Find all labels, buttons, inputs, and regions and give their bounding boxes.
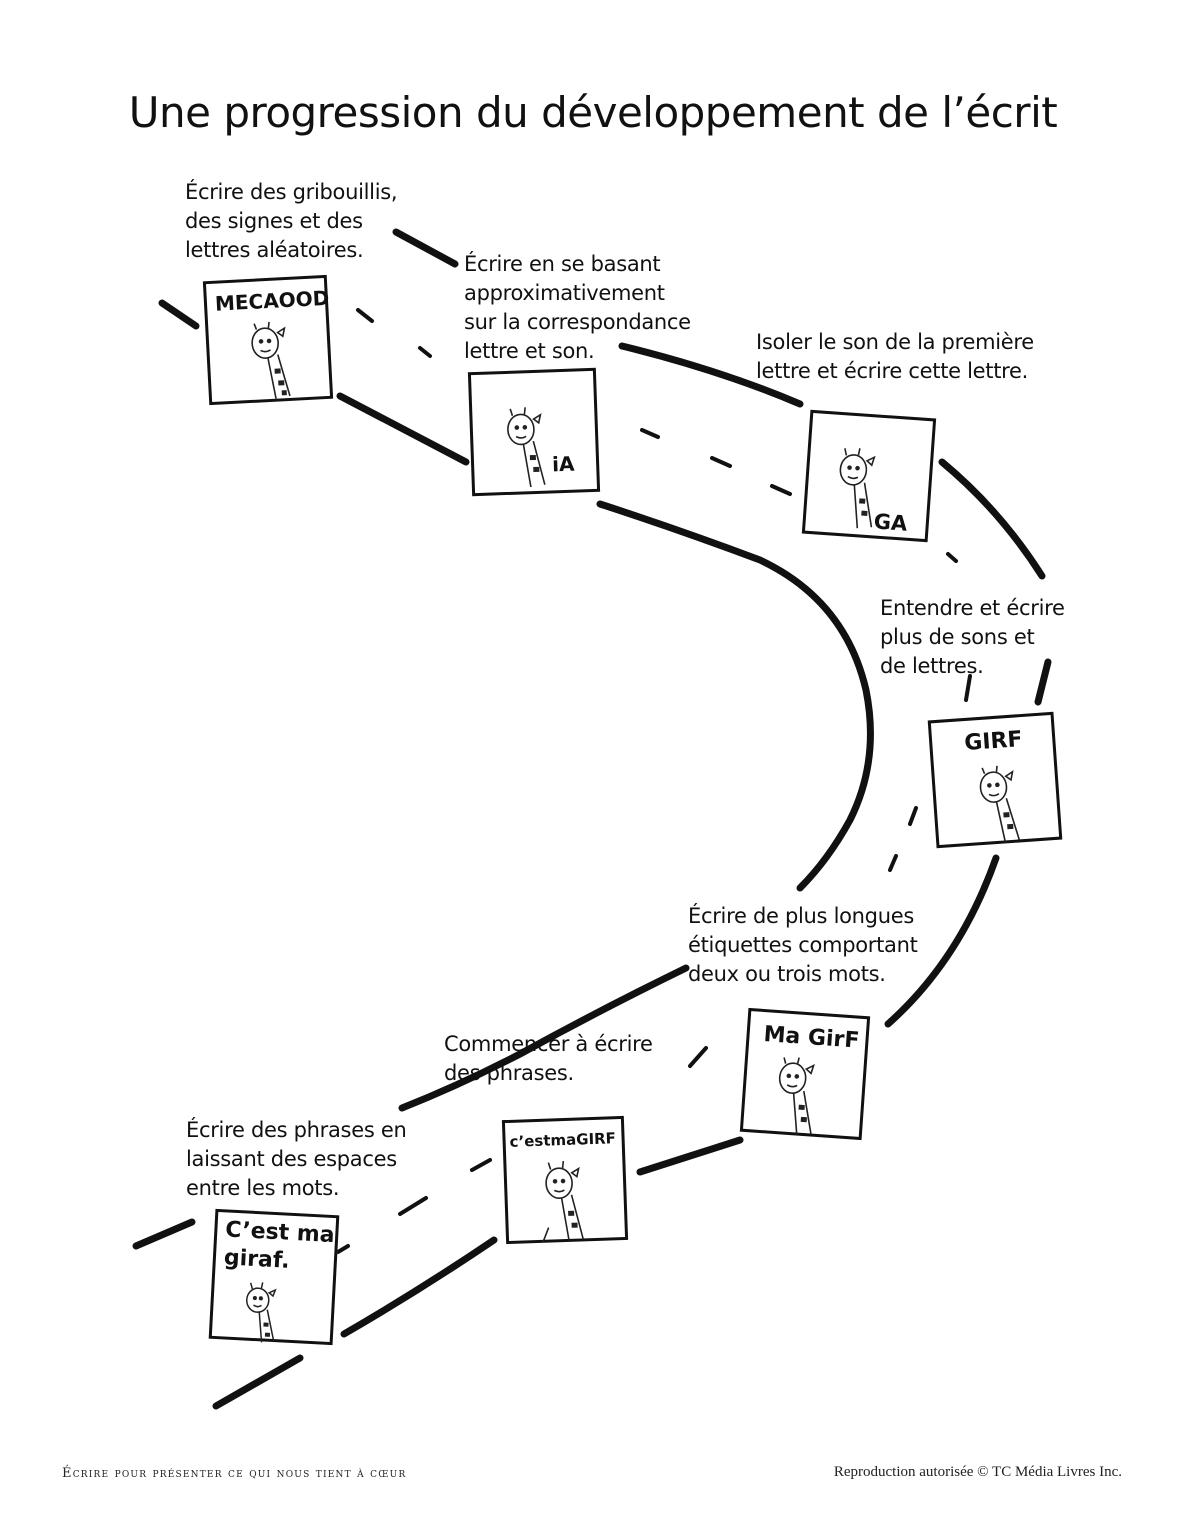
- stage-3-card: GA: [801, 409, 937, 543]
- stage-1-card: MECAOOD: [202, 274, 334, 406]
- stage-3-caption: Isoler le son de la première lettre et é…: [756, 330, 1034, 383]
- giraffe-drawing: [778, 1057, 815, 1135]
- stage-4-caption: Entendre et écrire plus de sons et de le…: [880, 596, 1065, 678]
- giraffe-drawing: [839, 448, 876, 529]
- giraffe-drawing: [251, 321, 291, 399]
- stage-5-card: Ma GirF: [739, 1007, 871, 1141]
- stage-5-caption: Écrire de plus longues étiquettes compor…: [688, 904, 918, 986]
- page-title: Une progression du développement de l’éc…: [128, 88, 1058, 137]
- stage-7-card: C’est ma giraf.: [208, 1208, 340, 1346]
- giraffe-drawing: [507, 407, 546, 488]
- stage-5-card-text: Ma GirF: [762, 1022, 861, 1054]
- stage-4-card-text: GIRF: [963, 727, 1024, 757]
- footer-copyright: Reproduction autorisée © TC Média Livres…: [833, 1464, 1122, 1480]
- footer-book-title: Écrire pour présenter ce qui nous tient …: [62, 1466, 407, 1481]
- stage-1-caption: Écrire des gribouillis, des signes et de…: [185, 180, 398, 262]
- stage-1-card-text: MECAOOD: [214, 285, 330, 316]
- giraffe-drawing: [246, 1282, 277, 1343]
- stage-4-card: GIRF: [927, 711, 1063, 849]
- stage-2-card-text: iA: [551, 451, 575, 477]
- stage-6-card: c’estmaGIRF: [501, 1115, 629, 1245]
- stage-7-card-text: C’est ma giraf.: [223, 1217, 336, 1274]
- stage-6-card-text: c’estmaGIRF: [509, 1129, 617, 1151]
- giraffe-drawing: [979, 765, 1020, 843]
- giraffe-drawing: [542, 1160, 584, 1242]
- stage-2-card: iA: [467, 367, 601, 497]
- stage-3-card-text: GA: [873, 509, 909, 536]
- stage-6-caption: Commencer à écrire des phrases.: [444, 1032, 653, 1085]
- stage-2-caption: Écrire en se basant approximativement su…: [464, 252, 691, 363]
- stage-7-caption: Écrire des phrases en laissant des espac…: [186, 1118, 407, 1200]
